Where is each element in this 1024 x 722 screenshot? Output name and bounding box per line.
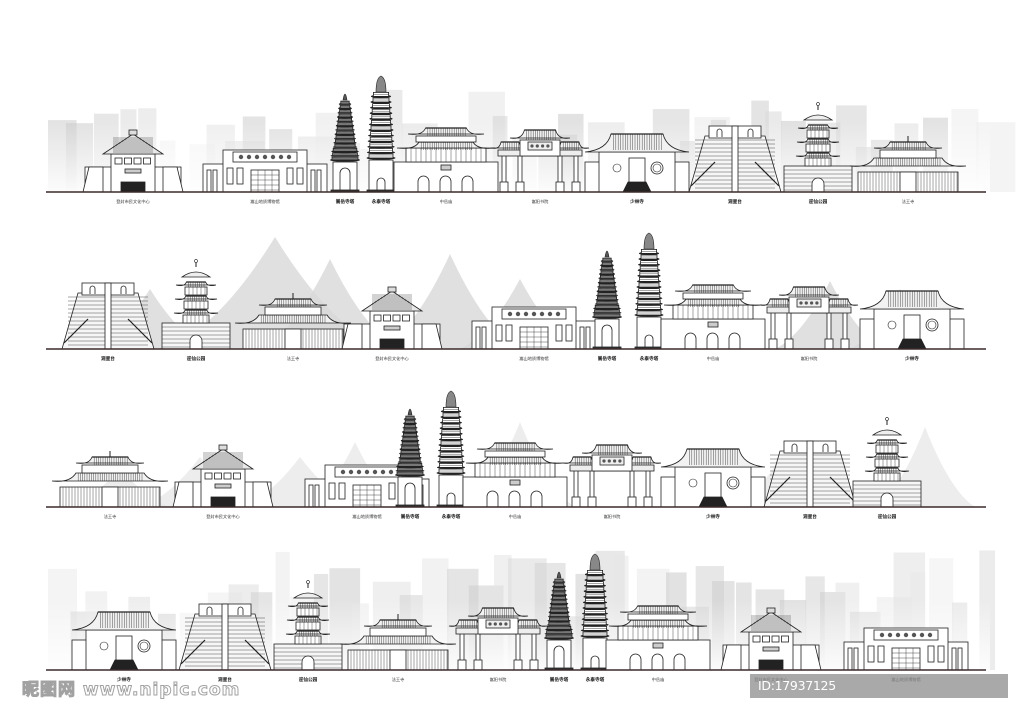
- landmark-museum: 嵩山地质博物馆: [471, 306, 597, 362]
- landmark-label: 少林寺: [705, 513, 720, 520]
- landmark-label: 登封市民文化中心: [206, 513, 240, 520]
- landmark-label: 少林寺: [629, 198, 644, 205]
- landmark-songyang-academy: 嵩阳书院: [490, 129, 590, 205]
- landmark-cultural-center: 登封市民文化中心: [172, 444, 274, 520]
- watermark-site: 昵图网 www.nipic.com: [21, 680, 241, 701]
- landmark-yingxian-park: 迎仙公园: [161, 259, 231, 362]
- landmark-pagoda-yongtai: 永泰寺塔: [436, 390, 466, 520]
- landmark-label: 迎仙公园: [187, 355, 206, 362]
- landmark-label: 迎仙公园: [878, 513, 897, 520]
- watermark-id: ID:17937125 NO:20251217190021945109: [750, 674, 1008, 717]
- landmark-label: 永泰寺塔: [639, 355, 659, 362]
- landmark-shaolin-temple: 少林寺: [584, 133, 690, 205]
- landmark-label: 观星台: [218, 676, 232, 683]
- landmark-pagoda-yongtai: 永泰寺塔: [634, 232, 664, 362]
- skyline-row-1: 登封市民文化中心 嵩山地质博物馆 嵩岳寺塔 永泰寺塔 中岳庙 嵩阳书院 少林寺 观星台 迎仙公园…: [0, 55, 1024, 205]
- landmark-label: 永泰寺塔: [585, 676, 605, 683]
- landmark-label: 迎仙公园: [299, 676, 318, 683]
- landmark-cultural-center: 登封市民文化中心: [720, 607, 822, 683]
- landmark-yingxian-park: 迎仙公园: [273, 580, 343, 683]
- landmark-observatory: 观星台: [178, 603, 272, 683]
- landmark-label: 嵩山地质博物馆: [250, 198, 279, 205]
- landmark-pagoda-songyue: 嵩岳寺塔: [592, 250, 622, 362]
- landmark-label: 登封市民文化中心: [375, 355, 409, 362]
- landmark-label: 少林寺: [904, 355, 919, 362]
- landmark-label: 嵩阳书院: [604, 513, 622, 520]
- landmark-label: 法王寺: [392, 676, 405, 683]
- landmark-label: 嵩山地质博物馆: [352, 513, 381, 520]
- landmark-label: 法王寺: [104, 513, 117, 520]
- landmark-zhongyue-temple: 中岳庙: [393, 127, 499, 205]
- landmark-label: 嵩岳寺塔: [401, 513, 420, 520]
- landmark-zhongyue-temple: 中岳庙: [605, 605, 711, 683]
- landmark-label: 观星台: [803, 513, 817, 520]
- landmark-zhongyue-temple: 中岳庙: [462, 442, 568, 520]
- landmark-label: 少林寺: [116, 676, 131, 683]
- landmark-label: 中岳庙: [440, 198, 453, 205]
- landmark-label: 嵩山地质博物馆: [519, 355, 548, 362]
- landmark-shaolin-temple: 少林寺: [71, 611, 177, 683]
- skyline-illustration: 少林寺观星台迎仙公园法王寺嵩阳书院嵩岳寺塔永泰寺塔中岳庙登封市民文化中心嵩山地质…: [40, 550, 996, 683]
- landmark-songyang-academy: 嵩阳书院: [759, 286, 859, 362]
- landmark-label: 嵩岳寺塔: [550, 676, 569, 683]
- landmark-label: 嵩阳书院: [490, 676, 508, 683]
- landmark-pagoda-songyue: 嵩岳寺塔: [330, 93, 360, 205]
- landmark-cultural-center: 登封市民文化中心: [341, 286, 443, 362]
- buildings: 登封市民文化中心 嵩山地质博物馆 嵩岳寺塔 永泰寺塔 中岳庙 嵩阳书院 少林寺 观星台 迎仙公园…: [82, 75, 967, 205]
- landmark-label: 法王寺: [902, 198, 915, 205]
- skyline-row-4: 少林寺观星台迎仙公园法王寺嵩阳书院嵩岳寺塔永泰寺塔中岳庙登封市民文化中心嵩山地质…: [0, 533, 1024, 683]
- landmark-fawang-temple: 法王寺: [339, 614, 457, 683]
- landmark-yingxian-park: 迎仙公园: [783, 102, 853, 205]
- landmark-label: 中岳庙: [509, 513, 522, 520]
- landmark-label: 嵩阳书院: [801, 355, 819, 362]
- skyline-illustration: 法王寺 登封市民文化中心 嵩山地质博物馆 嵩岳寺塔 永泰寺塔 中岳庙 嵩阳书院 少林寺 观星台 迎…: [46, 390, 986, 520]
- landmark-pagoda-yongtai: 永泰寺塔: [580, 553, 610, 683]
- landmark-yingxian-park: 迎仙公园: [852, 417, 922, 520]
- landmark-fawang-temple: 法王寺: [234, 293, 352, 362]
- landmark-songyang-academy: 嵩阳书院: [562, 444, 662, 520]
- landmark-fawang-temple: 法王寺: [51, 451, 169, 520]
- skyline-row-3: 法王寺 登封市民文化中心 嵩山地质博物馆 嵩岳寺塔 永泰寺塔 中岳庙 嵩阳书院 少林寺 观星台 迎…: [0, 370, 1024, 520]
- landmark-label: 嵩阳书院: [532, 198, 550, 205]
- buildings: 观星台 迎仙公园 法王寺 登封市民文化中心 嵩山地质博物馆 嵩岳寺塔 永泰寺塔 中岳庙 嵩阳书院…: [61, 232, 965, 362]
- buildings: 法王寺 登封市民文化中心 嵩山地质博物馆 嵩岳寺塔 永泰寺塔 中岳庙 嵩阳书院 少林寺 观星台 迎…: [51, 390, 922, 520]
- landmark-label: 法王寺: [287, 355, 300, 362]
- buildings: 少林寺观星台迎仙公园法王寺嵩阳书院嵩岳寺塔永泰寺塔中岳庙登封市民文化中心嵩山地质…: [71, 553, 969, 683]
- skyline-row-2: 观星台 迎仙公园 法王寺 登封市民文化中心 嵩山地质博物馆 嵩岳寺塔 永泰寺塔 中岳庙 嵩阳书院…: [0, 212, 1024, 362]
- landmark-shaolin-temple: 少林寺: [660, 448, 766, 520]
- landmark-label: 永泰寺塔: [371, 198, 391, 205]
- landmark-observatory: 观星台: [61, 282, 155, 362]
- landmark-label: 永泰寺塔: [441, 513, 461, 520]
- landmark-label: 中岳庙: [652, 676, 665, 683]
- landmark-songyang-academy: 嵩阳书院: [448, 607, 548, 683]
- landmark-label: 中岳庙: [707, 355, 720, 362]
- landmark-shaolin-temple: 少林寺: [859, 290, 965, 362]
- landmark-pagoda-yongtai: 永泰寺塔: [366, 75, 396, 205]
- landmark-pagoda-songyue: 嵩岳寺塔: [395, 408, 425, 520]
- landmark-label: 登封市民文化中心: [116, 198, 150, 205]
- landmark-label: 观星台: [728, 198, 742, 205]
- landmark-label: 嵩岳寺塔: [336, 198, 355, 205]
- landmark-observatory: 观星台: [763, 440, 857, 520]
- landmark-label: 迎仙公园: [809, 198, 828, 205]
- landmark-pagoda-songyue: 嵩岳寺塔: [544, 571, 574, 683]
- landmark-observatory: 观星台: [688, 125, 782, 205]
- landmark-label: 观星台: [101, 355, 115, 362]
- skyline-illustration: 观星台 迎仙公园 法王寺 登封市民文化中心 嵩山地质博物馆 嵩岳寺塔 永泰寺塔 中岳庙 嵩阳书院…: [46, 232, 986, 362]
- landmark-zhongyue-temple: 中岳庙: [660, 284, 766, 362]
- skyline-illustration: 登封市民文化中心 嵩山地质博物馆 嵩岳寺塔 永泰寺塔 中岳庙 嵩阳书院 少林寺 观星台 迎仙公园…: [40, 75, 1016, 205]
- landmark-museum: 嵩山地质博物馆: [202, 149, 328, 205]
- landmark-label: 嵩岳寺塔: [598, 355, 617, 362]
- landmark-fawang-temple: 法王寺: [849, 136, 967, 205]
